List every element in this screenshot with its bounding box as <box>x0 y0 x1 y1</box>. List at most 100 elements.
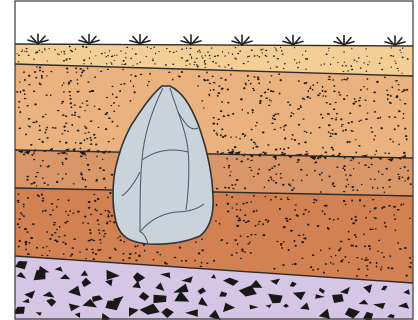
sediment-dot <box>253 176 255 177</box>
sediment-dot <box>173 52 175 53</box>
sediment-dot <box>291 112 293 113</box>
sediment-dot <box>298 108 300 110</box>
sediment-dot <box>30 144 33 146</box>
sediment-dot <box>280 243 283 245</box>
sediment-dot <box>61 133 63 134</box>
sediment-dot <box>106 97 108 98</box>
sediment-dot <box>108 211 110 213</box>
sediment-dot <box>289 104 291 106</box>
sediment-dot <box>148 81 150 82</box>
sediment-dot <box>231 67 233 69</box>
sediment-dot <box>94 137 96 138</box>
sediment-dot <box>97 219 99 221</box>
sediment-dot <box>333 90 335 92</box>
sediment-dot <box>280 148 282 150</box>
sediment-dot <box>371 164 373 166</box>
sediment-dot <box>57 173 58 174</box>
sediment-dot <box>101 53 103 55</box>
sediment-dot <box>228 165 231 167</box>
sediment-dot <box>386 89 388 91</box>
sediment-dot <box>57 53 59 54</box>
sediment-dot <box>304 131 306 132</box>
sediment-dot <box>133 85 134 87</box>
sediment-dot <box>104 210 106 212</box>
sediment-dot <box>393 206 396 208</box>
sediment-dot <box>201 100 203 101</box>
sediment-dot <box>387 267 389 269</box>
sediment-dot <box>406 275 408 277</box>
sediment-dot <box>129 253 132 255</box>
sediment-dot <box>83 59 85 61</box>
sediment-dot <box>39 50 41 51</box>
sediment-dot <box>401 73 402 74</box>
sediment-dot <box>34 71 37 73</box>
sediment-dot <box>186 65 187 66</box>
sediment-dot <box>382 187 384 188</box>
sediment-dot <box>388 153 390 154</box>
sediment-dot <box>345 129 347 131</box>
sediment-dot <box>52 209 54 210</box>
sediment-dot <box>65 243 67 245</box>
sediment-dot <box>87 164 89 166</box>
sediment-dot <box>39 84 41 86</box>
sediment-dot <box>398 70 399 71</box>
sediment-dot <box>234 239 236 241</box>
sediment-dot <box>314 170 316 172</box>
sediment-dot <box>63 91 65 92</box>
sediment-dot <box>230 136 232 137</box>
sediment-dot <box>280 47 281 48</box>
sediment-dot <box>259 102 261 104</box>
sediment-dot <box>298 235 301 237</box>
sediment-dot <box>306 151 308 152</box>
sediment-dot <box>46 127 48 129</box>
sediment-dot <box>312 269 314 270</box>
sediment-dot <box>338 249 341 251</box>
sediment-dot <box>324 90 327 92</box>
sediment-dot <box>268 169 271 171</box>
sediment-dot <box>218 66 220 67</box>
sediment-dot <box>128 257 131 259</box>
sediment-dot <box>79 68 82 70</box>
sediment-dot <box>56 181 59 183</box>
sediment-dot <box>264 91 266 93</box>
sediment-dot <box>312 89 314 91</box>
sediment-dot <box>210 89 211 91</box>
sediment-dot <box>358 57 360 59</box>
sediment-dot <box>27 253 30 255</box>
sediment-dot <box>384 222 386 224</box>
sediment-dot <box>164 262 166 264</box>
sediment-dot <box>314 162 316 164</box>
sediment-dot <box>365 257 367 258</box>
sediment-dot <box>147 85 149 87</box>
sediment-dot <box>374 135 376 136</box>
sediment-dot <box>216 188 219 190</box>
sediment-dot <box>356 61 357 62</box>
sediment-dot <box>313 202 316 203</box>
sediment-dot <box>135 259 137 261</box>
sediment-dot <box>107 210 109 212</box>
sediment-dot <box>244 214 246 216</box>
sediment-dot <box>271 167 273 169</box>
sediment-dot <box>353 59 355 60</box>
sediment-dot <box>409 257 411 259</box>
sediment-dot <box>181 48 183 49</box>
sediment-dot <box>123 83 126 84</box>
sediment-dot <box>369 61 370 62</box>
sediment-dot <box>66 221 69 222</box>
sediment-dot <box>232 149 234 151</box>
sediment-dot <box>30 237 33 239</box>
sediment-dot <box>33 159 35 161</box>
sediment-dot <box>39 129 42 131</box>
sediment-dot <box>317 225 320 227</box>
sediment-dot <box>306 68 307 70</box>
sediment-dot <box>277 113 279 114</box>
sediment-dot <box>62 162 64 163</box>
sediment-dot <box>260 95 262 97</box>
sediment-dot <box>247 56 248 58</box>
sediment-dot <box>82 222 84 223</box>
sediment-dot <box>49 48 50 49</box>
sediment-dot <box>231 254 234 255</box>
sediment-dot <box>201 56 203 57</box>
sediment-dot <box>24 79 26 81</box>
sediment-dot <box>350 65 352 67</box>
